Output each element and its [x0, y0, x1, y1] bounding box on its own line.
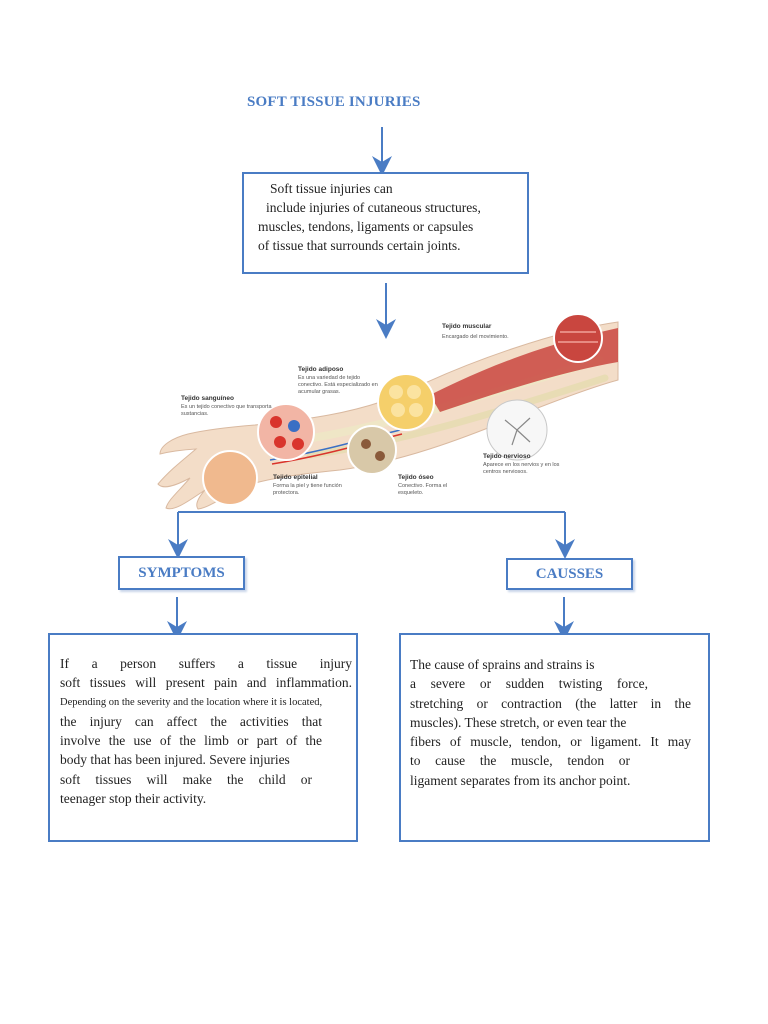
symptoms-text: If a person suffers a tissue injury soft…	[60, 654, 352, 808]
label-epitelial-name: Tejido epitelial	[273, 474, 318, 481]
causes-line-6: to cause the muscle, tendon or	[410, 753, 630, 769]
adipose-tissue-circle	[377, 373, 435, 431]
label-muscular-name: Tejido muscular	[442, 323, 492, 330]
label-adiposo-desc: Es una variedad de tejido conectivo. Est…	[298, 375, 378, 395]
label-muscular-desc: Encargado del movimiento.	[442, 334, 509, 340]
epithelial-tissue-circle	[202, 450, 258, 506]
symptoms-line-4: the injury can affect the activities tha…	[60, 713, 322, 729]
page-title: SOFT TISSUE INJURIES	[247, 94, 421, 110]
causes-line-2: a severe or sudden twisting force,	[410, 676, 648, 692]
label-oseo-desc: Conectivo. Forma el esqueleto.	[398, 483, 448, 496]
causes-line-4: muscles). These stretch, or even tear th…	[410, 714, 627, 730]
intro-line-1: Soft tissue injuries can	[270, 181, 393, 196]
symptoms-line-2: soft tissues will present pain and infla…	[60, 675, 352, 691]
label-nervioso-desc: Aparece en los nervios y en los centros …	[483, 462, 560, 475]
label-sanguineo-name: Tejido sanguíneo	[181, 395, 234, 402]
causes-label: CAUSSES	[535, 565, 604, 582]
causes-line-7: ligament separates from its anchor point…	[410, 772, 631, 788]
bone-tissue-circle	[347, 425, 397, 475]
symptoms-line-7: soft tissues will make the child or	[60, 771, 312, 787]
symptoms-line-8: teenager stop their activity.	[60, 791, 207, 807]
intro-box: Soft tissue injuries can include injurie…	[242, 172, 529, 274]
symptoms-label: SYMPTOMS	[138, 564, 225, 581]
label-sanguineo-desc: Es un tejido conectivo que transporta su…	[181, 404, 272, 417]
symptoms-line-3: Depending on the severity and the locati…	[60, 696, 323, 708]
label-oseo-name: Tejido óseo	[398, 474, 434, 481]
label-epitelial-desc: Forma la piel y tiene función protectora…	[273, 483, 342, 496]
symptoms-detail-box: If a person suffers a tissue injury soft…	[48, 633, 358, 842]
intro-line-2: include injuries of cutaneous structures…	[266, 200, 481, 215]
symptoms-line-6: body that has been injured. Severe injur…	[60, 752, 290, 768]
causes-detail-box: The cause of sprains and strains is a se…	[399, 633, 710, 842]
causes-line-1: The cause of sprains and strains is	[410, 657, 595, 672]
symptoms-label-box: SYMPTOMS	[118, 556, 245, 590]
intro-line-3: muscles, tendons, ligaments or capsules	[258, 219, 474, 234]
symptoms-line-5: involve the use of the limb or part of t…	[60, 733, 322, 749]
causes-line-5: fibers of muscle, tendon, or ligament. I…	[410, 734, 691, 750]
label-nervioso-name: Tejido nervioso	[483, 453, 531, 460]
intro-line-4: of tissue that surrounds certain joints.	[258, 238, 461, 253]
label-adiposo-name: Tejido adiposo	[298, 366, 343, 373]
causes-label-box: CAUSSES	[506, 558, 633, 590]
causes-line-3: stretching or contraction (the latter in…	[410, 695, 691, 711]
symptoms-line-1: If a person suffers a tissue injury	[60, 656, 352, 671]
causes-text: The cause of sprains and strains is a se…	[410, 655, 691, 790]
muscular-tissue-circle	[553, 313, 603, 363]
